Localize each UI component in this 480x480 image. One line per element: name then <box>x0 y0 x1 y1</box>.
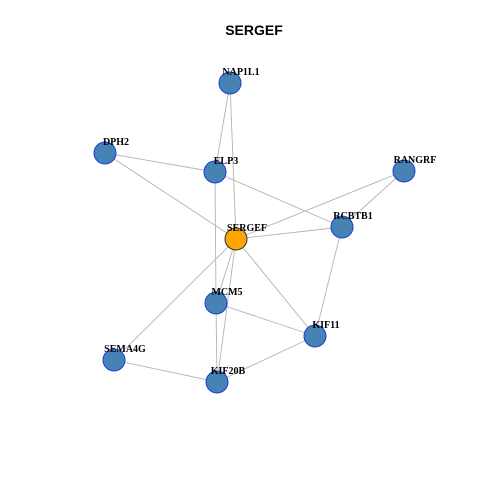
node-label-rcbtb1: RCBTB1 <box>333 211 372 222</box>
edge-layer <box>104 82 405 383</box>
node-label-dph2: DPH2 <box>103 137 129 148</box>
node-label-kif20b: KIF20B <box>211 366 246 377</box>
edge-nap1l1-elp3 <box>214 82 231 173</box>
edge-sergef-kif11 <box>235 238 316 337</box>
edge-sergef-rcbtb1 <box>235 226 343 240</box>
node-label-elp3: ELP3 <box>214 156 238 167</box>
node-mcm5 <box>204 291 228 315</box>
edge-sergef-sema4g <box>113 238 237 361</box>
edge-kif11-kif20b <box>216 335 316 383</box>
edge-rangrf-rcbtb1 <box>341 170 405 228</box>
edge-sergef-kif20b <box>216 238 237 383</box>
node-layer <box>93 71 416 394</box>
node-dph2 <box>93 141 117 165</box>
node-nap1l1 <box>218 71 242 95</box>
edge-nap1l1-sergef <box>229 82 237 240</box>
edge-sema4g-kif20b <box>113 359 218 383</box>
edge-rcbtb1-kif11 <box>314 226 343 337</box>
edge-elp3-mcm5 <box>214 171 217 304</box>
edge-mcm5-kif11 <box>215 302 316 337</box>
edge-dph2-elp3 <box>104 152 216 173</box>
node-label-kif11: KIF11 <box>312 320 339 331</box>
edge-elp3-rcbtb1 <box>214 171 343 228</box>
node-label-sergef: SERGEF <box>227 223 267 234</box>
node-kif11 <box>303 324 327 348</box>
node-sergef <box>224 227 248 251</box>
node-label-sema4g: SEMA4G <box>104 344 146 355</box>
node-sema4g <box>102 348 126 372</box>
edge-mcm5-kif20b <box>215 302 218 383</box>
node-elp3 <box>203 160 227 184</box>
edge-rangrf-sergef <box>235 170 405 240</box>
node-rangrf <box>392 159 416 183</box>
graph-title: SERGEF <box>225 22 283 38</box>
node-kif20b <box>205 370 229 394</box>
node-label-mcm5: MCM5 <box>211 287 242 298</box>
node-rcbtb1 <box>330 215 354 239</box>
edge-dph2-sergef <box>104 152 237 240</box>
node-label-rangrf: RANGRF <box>394 155 437 166</box>
node-label-nap1l1: NAP1L1 <box>222 67 259 78</box>
